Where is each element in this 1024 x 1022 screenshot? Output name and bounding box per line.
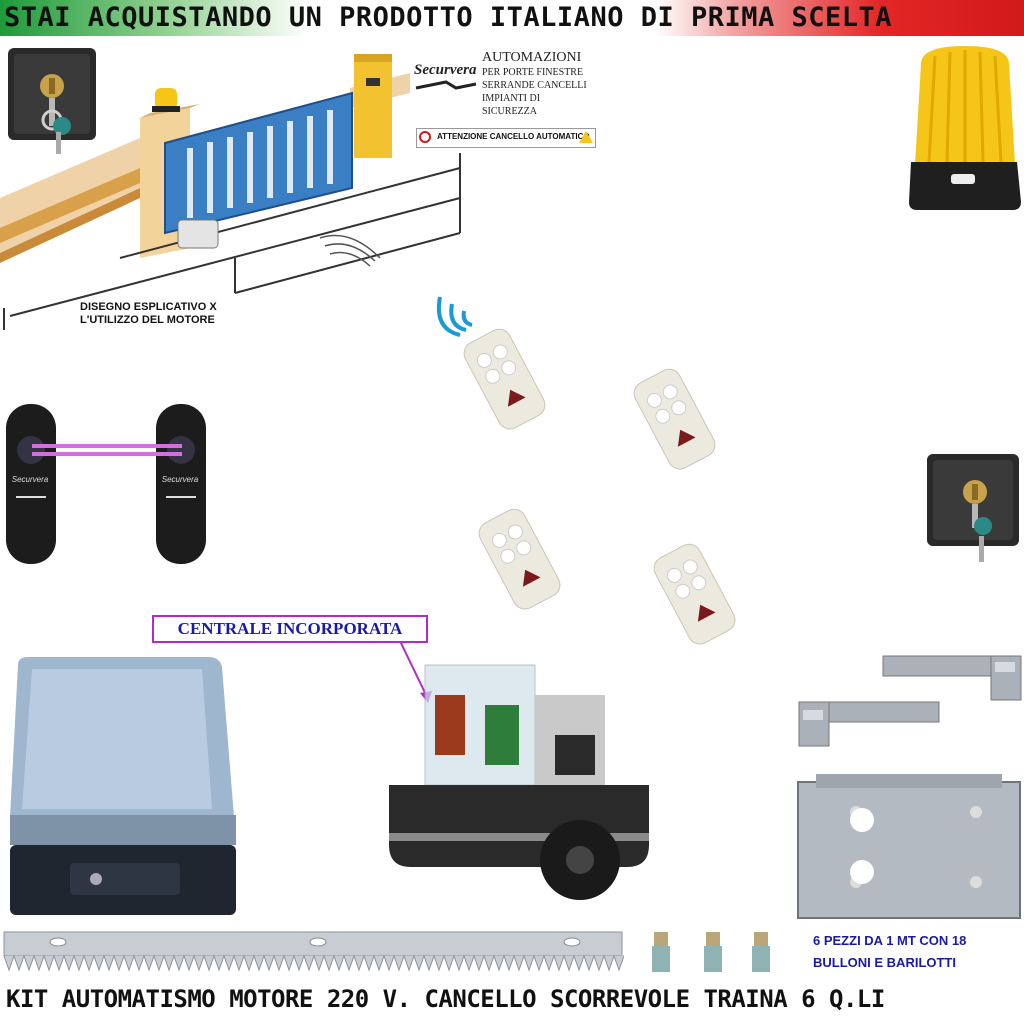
logo-line2: SERRANDE CANCELLI	[482, 80, 587, 91]
gate-motor-open	[389, 664, 649, 900]
remote-control-1	[463, 328, 546, 430]
gate-motor-with-cover	[10, 657, 236, 915]
rack-bolts	[652, 932, 770, 972]
remote-control-2	[633, 368, 716, 470]
limit-switch-brackets	[798, 655, 1022, 747]
photocell-right-brand: Securvera	[161, 475, 199, 484]
mounting-base-plate	[797, 774, 1021, 919]
remote-control-4	[653, 543, 736, 645]
hazard-icon	[579, 131, 593, 143]
securvera-logo: Securvera	[410, 50, 480, 100]
svg-text:Securvera: Securvera	[414, 62, 477, 78]
diagram-caption-line2: L'UTILIZZO DEL MOTORE	[80, 314, 215, 326]
footer-title: KIT AUTOMATISMO MOTORE 220 V. CANCELLO S…	[6, 985, 885, 1013]
remote-control-3	[478, 508, 561, 610]
diagram-caption-line1: DISEGNO ESPLICATIVO X	[80, 301, 217, 313]
brand-logo-block: Securvera AUTOMAZIONI PER PORTE FINESTRE…	[410, 48, 596, 158]
rack-note: 6 PEZZI DA 1 MT CON 18 BULLONI E BARILOT…	[813, 930, 966, 974]
top-banner	[0, 0, 1024, 36]
no-entry-icon	[419, 131, 431, 143]
photocell-left-brand: Securvera	[11, 475, 49, 484]
gear-rack-strip	[3, 931, 624, 972]
diagram-caption: DISEGNO ESPLICATIVO X L'UTILIZZO DEL MOT…	[80, 301, 217, 327]
warning-sign: ATTENZIONE CANCELLO AUTOMATICO	[416, 128, 596, 148]
wireless-signal-icon	[437, 296, 473, 337]
rack-note-line1: 6 PEZZI DA 1 MT CON 18	[813, 933, 967, 948]
logo-line3: IMPIANTI DI SICUREZZA	[482, 93, 541, 117]
logo-line1: PER PORTE FINESTRE	[482, 67, 584, 78]
gate-installation-diagram	[0, 54, 461, 330]
centrale-incorporata-callout: CENTRALE INCORPORATA	[152, 615, 428, 643]
banner-text: STAI ACQUISTANDO UN PRODOTTO ITALIANO DI…	[4, 2, 893, 33]
logo-title: AUTOMAZIONI	[482, 50, 582, 65]
key-selector-switch-top	[8, 48, 96, 154]
key-selector-switch-right	[927, 454, 1019, 562]
rack-note-line2: BULLONI E BARILOTTI	[813, 955, 956, 970]
warning-text: ATTENZIONE CANCELLO AUTOMATICO	[437, 132, 590, 141]
photocells-pair	[6, 404, 206, 564]
flashing-lamp	[909, 46, 1021, 210]
